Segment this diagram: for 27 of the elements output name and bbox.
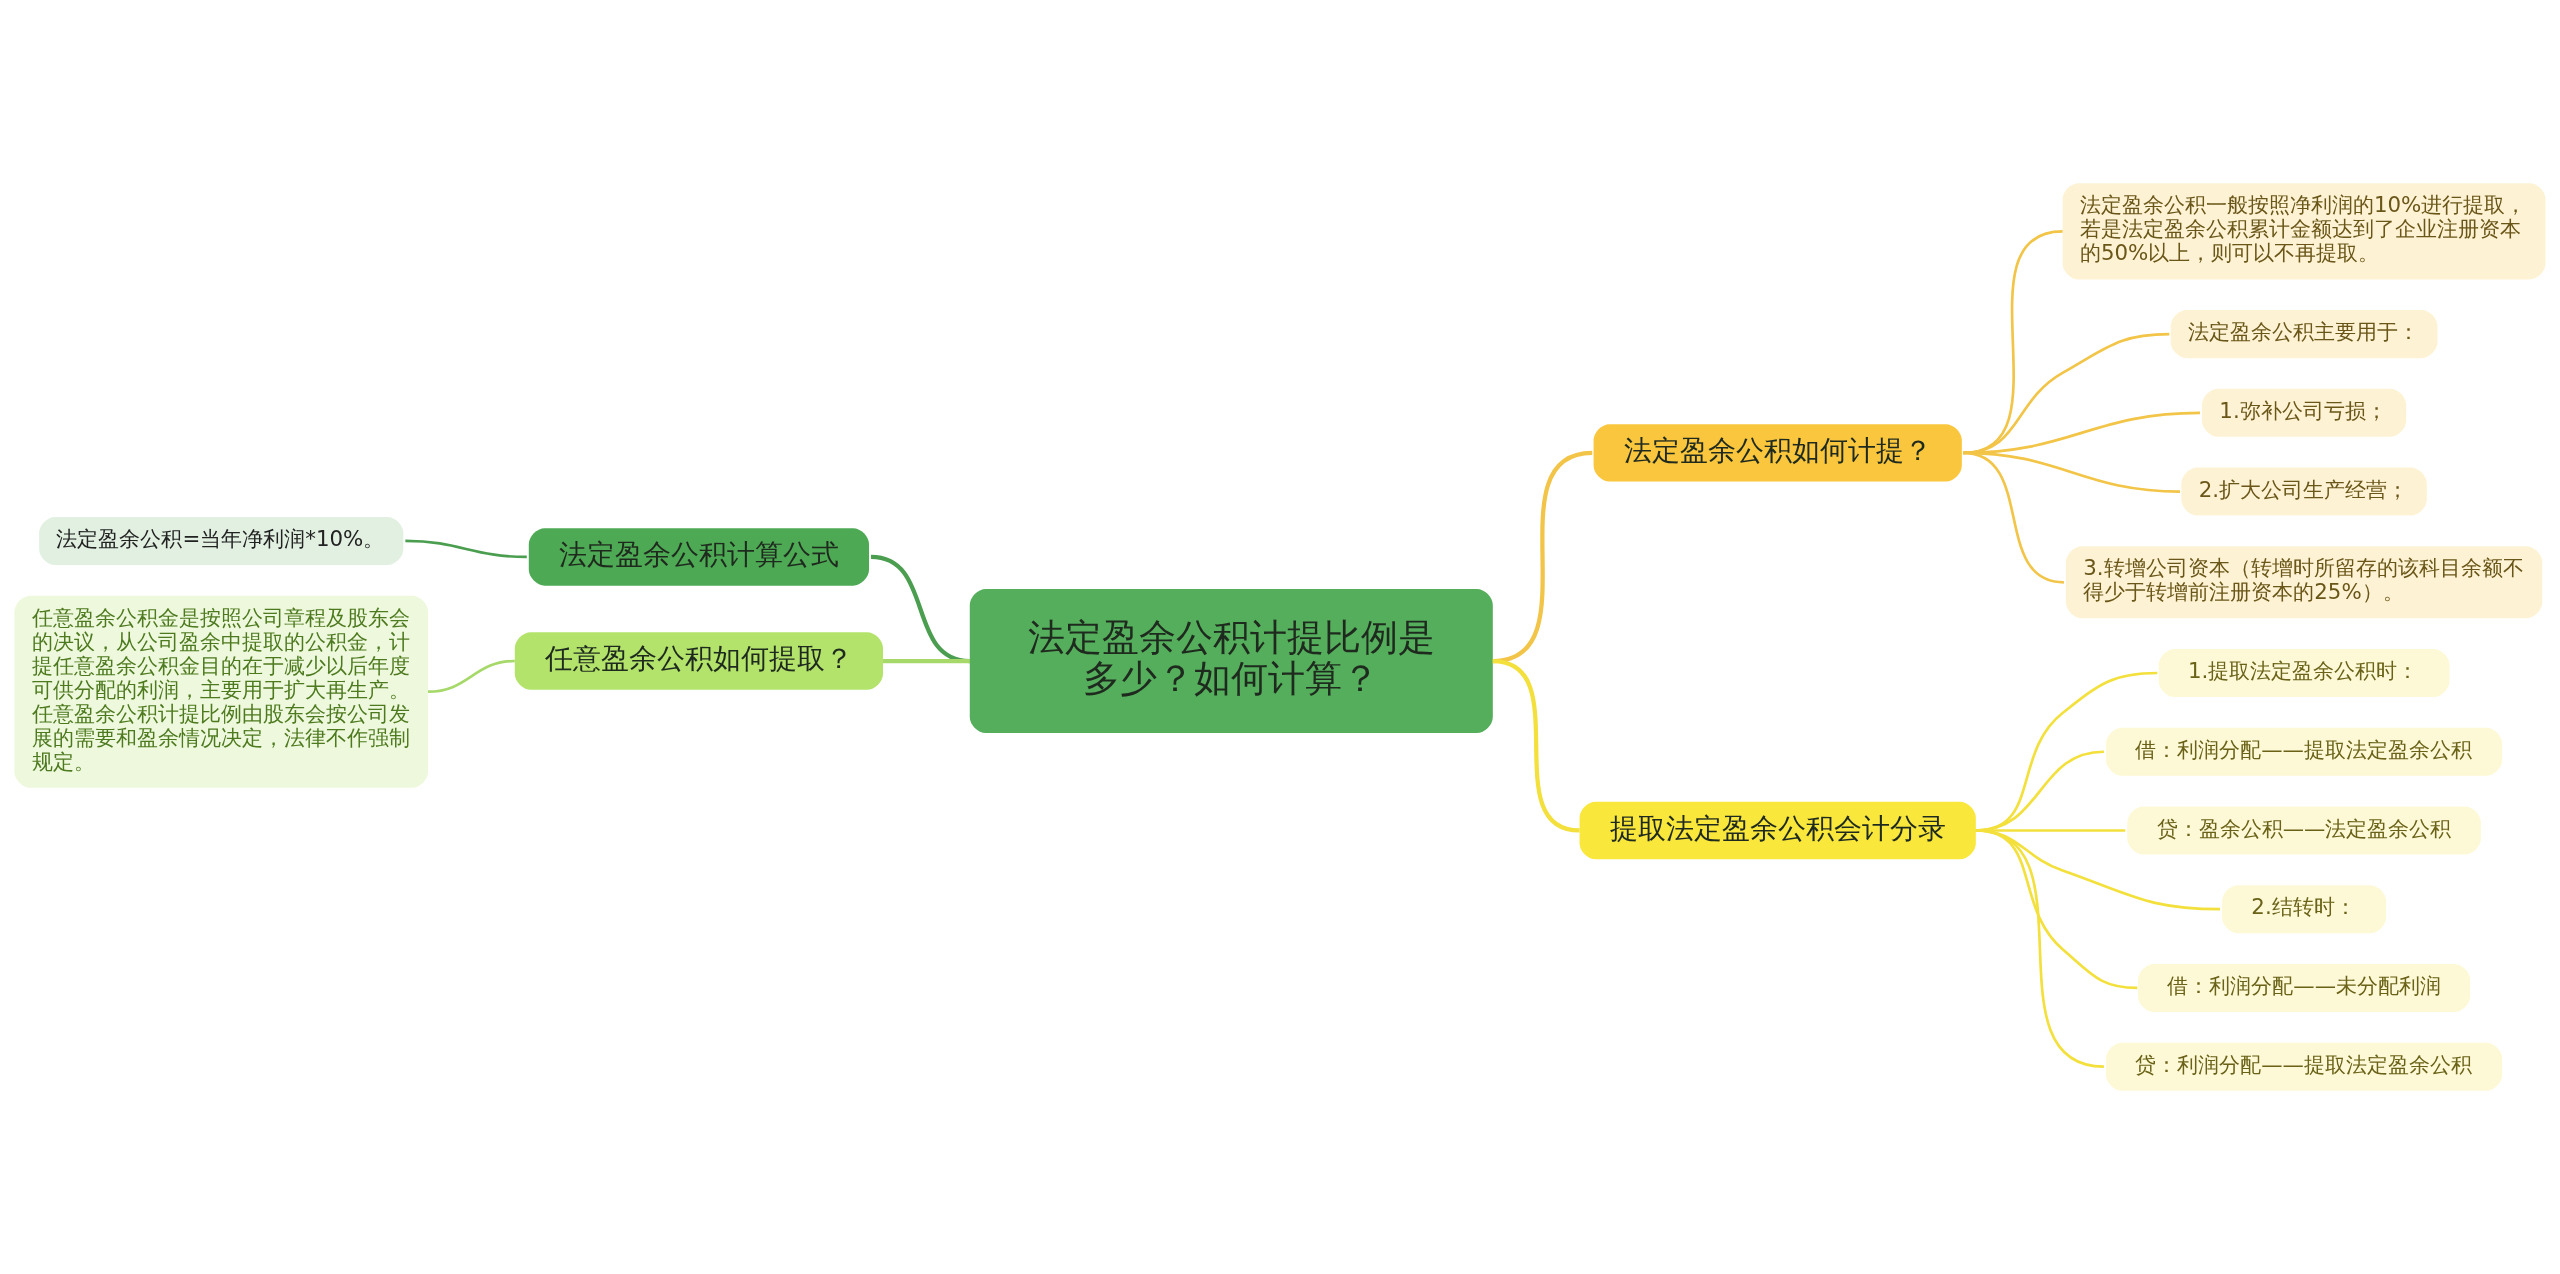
node-box: 借：利润分配——提取法定盈余公积 (2105, 727, 2503, 776)
connector (1962, 451, 2065, 584)
node-box: 法定盈余公积如何计提？ (1593, 424, 1962, 482)
node-box: 2.结转时： (2222, 885, 2387, 934)
node-box: 任意盈余公积如何提取？ (514, 632, 884, 690)
node-box: 法定盈余公积计提比例是多少？如何计算？ (969, 588, 1493, 734)
connector (883, 658, 970, 664)
connector (405, 539, 527, 559)
node-box: 借：利润分配——未分配利润 (2137, 963, 2471, 1012)
node-box: 3.转增公司资本（转增时所留存的该科目余额不得少于转增前注册资本的25%）。 (2065, 546, 2543, 619)
node-box: 提取法定盈余公积会计分录 (1579, 801, 1976, 860)
connector (1963, 411, 2201, 455)
node-box: 法定盈余公积=当年净利润*10%。 (39, 516, 404, 565)
node-box: 贷：利润分配——提取法定盈余公积 (2105, 1042, 2503, 1091)
connector (1963, 332, 2170, 455)
node-box: 贷：盈余公积——法定盈余公积 (2127, 806, 2481, 855)
node-box: 法定盈余公积一般按照净利润的10%进行提取，若是法定盈余公积累计金额达到了企业注册资本的50%以上，则可以不再提取。 (2062, 183, 2546, 280)
node-box: 法定盈余公积计算公式 (528, 528, 870, 586)
node-box: 任意盈余公积金是按照公司章程及股东会的决议，从公司盈余中提取的公积金，计提任意盈余公积金目的在于减少以后年度可供分配的利润，主要用于扩大再生产。任意盈余公积计提比例由股东会按公司发展的需要和盈余情况决定，法律不作强制规定。 (14, 595, 429, 788)
node-box: 法定盈余公积主要用于： (2170, 310, 2438, 359)
connector (427, 659, 515, 694)
connector (870, 554, 971, 664)
node-box: 1.提取法定盈余公积时： (2158, 649, 2450, 698)
connector (1975, 829, 2105, 1068)
node-box: 1.弥补公司亏损； (2202, 388, 2407, 437)
node-box: 2.扩大公司生产经营； (2181, 467, 2427, 516)
connector (1492, 658, 1580, 833)
